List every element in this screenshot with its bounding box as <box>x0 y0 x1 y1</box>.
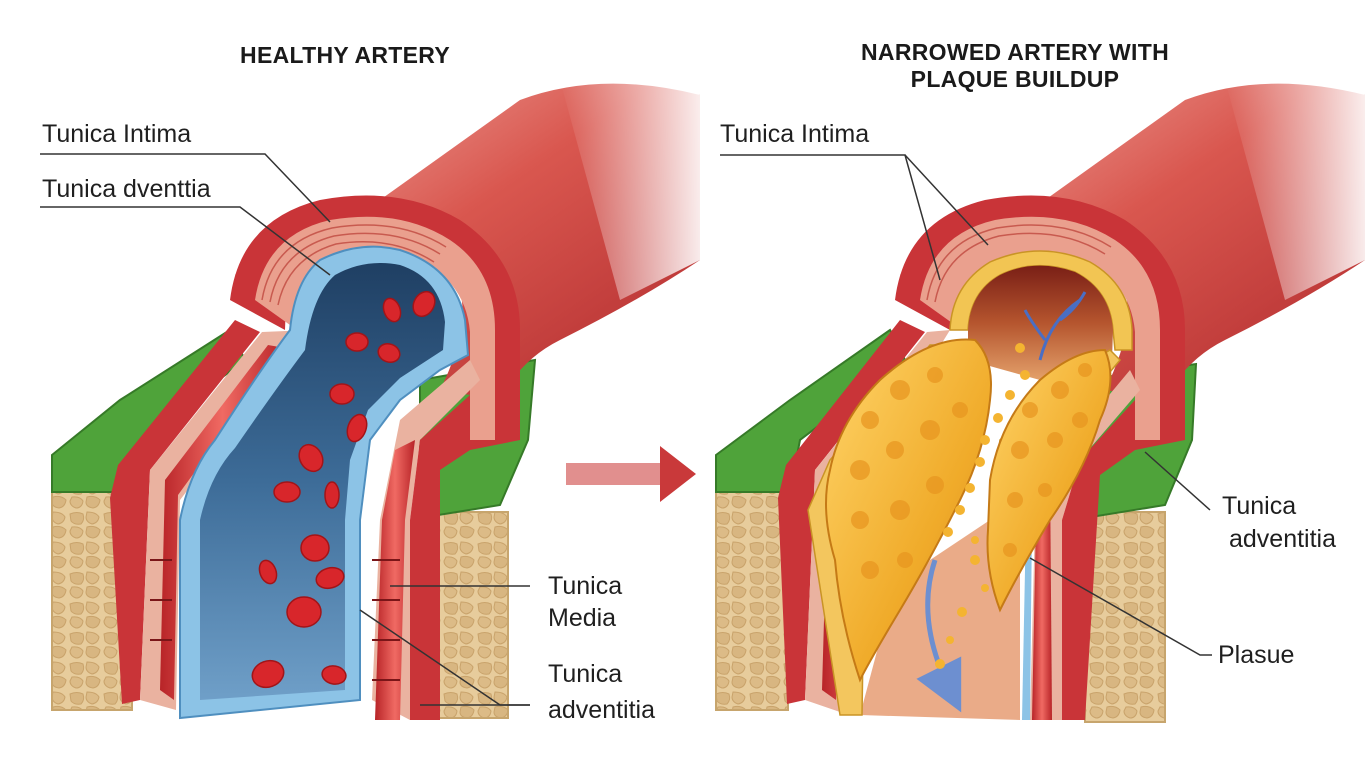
healthy-artery-illustration <box>51 77 700 720</box>
label-tunica-media-line2: Media <box>548 604 617 632</box>
narrowed-artery-title-line2: PLAQUE BUILDUP <box>910 66 1120 92</box>
label-tunica-media-line1: Tunica <box>548 572 623 600</box>
narrowed-artery-title-line1: NARROWED ARTERY WITH <box>861 39 1169 65</box>
healthy-leader-lines <box>40 153 530 706</box>
healthy-artery-title: HEALTHY ARTERY <box>240 42 450 68</box>
label-tunica-adventitia-right-line1: Tunica <box>1222 492 1297 520</box>
lumen <box>200 262 445 700</box>
label-tunica-intima-left: Tunica Intima <box>42 120 192 148</box>
right-tissue-block-2 <box>1084 511 1166 723</box>
label-tunica-adventitia-right-line2: adventitia <box>1229 525 1337 553</box>
left-tissue-block-2 <box>715 487 789 711</box>
label-tunica-adventitia-top-left: Tunica dventtia <box>42 175 211 203</box>
red-blood-cells <box>251 290 436 689</box>
label-tunica-adventitia-bottom-line2: adventitia <box>548 696 656 724</box>
label-plaque: Plasue <box>1218 641 1295 669</box>
arrow-right-icon <box>566 446 696 502</box>
plaque-deposits <box>825 338 1112 683</box>
narrowed-leader-lines <box>720 154 1212 656</box>
label-tunica-intima-right: Tunica Intima <box>720 120 870 148</box>
label-tunica-adventitia-bottom-line1: Tunica <box>548 660 623 688</box>
left-wall-outer <box>110 320 260 704</box>
narrowed-artery-illustration <box>715 77 1365 723</box>
narrowed-lumen <box>968 265 1113 380</box>
